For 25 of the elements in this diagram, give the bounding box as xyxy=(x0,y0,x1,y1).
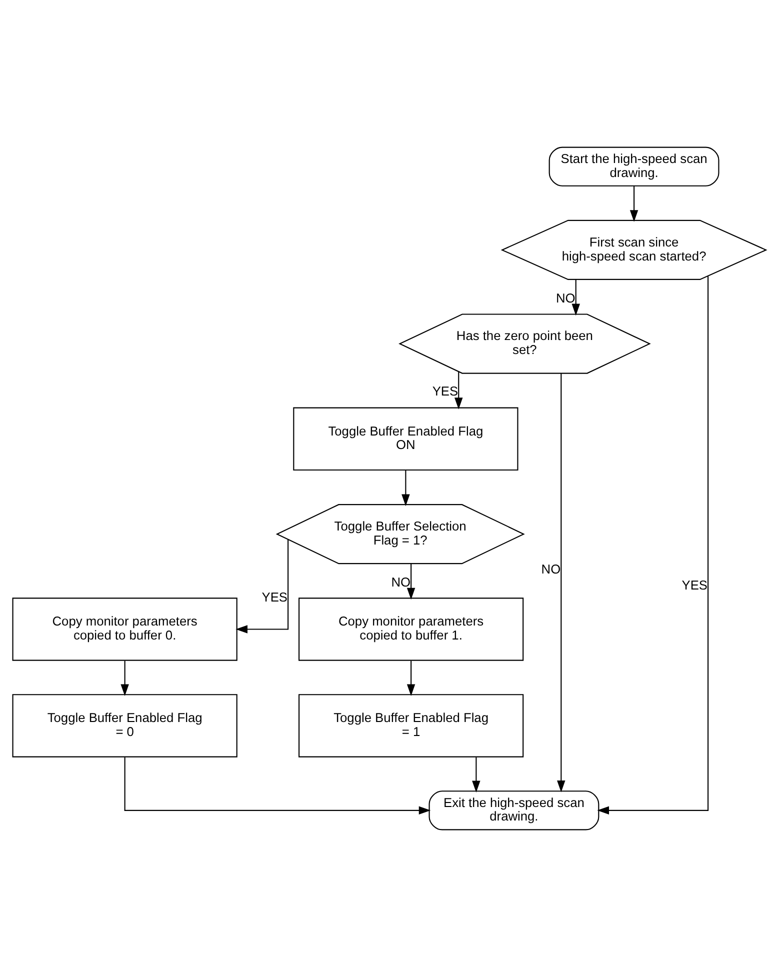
edge-label: NO xyxy=(541,562,561,577)
node-box: Start the high-speed scan drawing. xyxy=(548,146,720,186)
edge-label: YES xyxy=(262,589,288,604)
node-box: Exit the high-speed scan drawing. xyxy=(428,790,600,830)
arrow xyxy=(472,757,480,793)
arrow xyxy=(406,564,416,600)
arrow xyxy=(402,470,410,506)
arrow xyxy=(597,276,709,815)
arrow xyxy=(572,280,580,316)
edge-label: NO xyxy=(556,290,576,306)
edge-label: YES xyxy=(432,383,458,398)
node-box: Toggle Buffer Enabled Flag ON xyxy=(293,407,518,471)
arrow xyxy=(124,757,431,815)
node-box: Copy monitor parameters copied to buffer 1. xyxy=(298,598,524,661)
arrow xyxy=(120,660,129,696)
arrow xyxy=(454,372,463,410)
node-box: Toggle Buffer Enabled Flag = 0 xyxy=(12,694,238,758)
arrow xyxy=(406,660,416,696)
node-box: Toggle Buffer Enabled Flag = 1 xyxy=(298,694,524,758)
edge-label: YES xyxy=(682,577,708,592)
arrow xyxy=(630,186,638,222)
node-box: Copy monitor parameters copied to buffer 0. xyxy=(12,598,238,661)
arrow xyxy=(557,373,566,792)
edge-label: NO xyxy=(391,574,411,590)
arrow xyxy=(236,539,289,634)
